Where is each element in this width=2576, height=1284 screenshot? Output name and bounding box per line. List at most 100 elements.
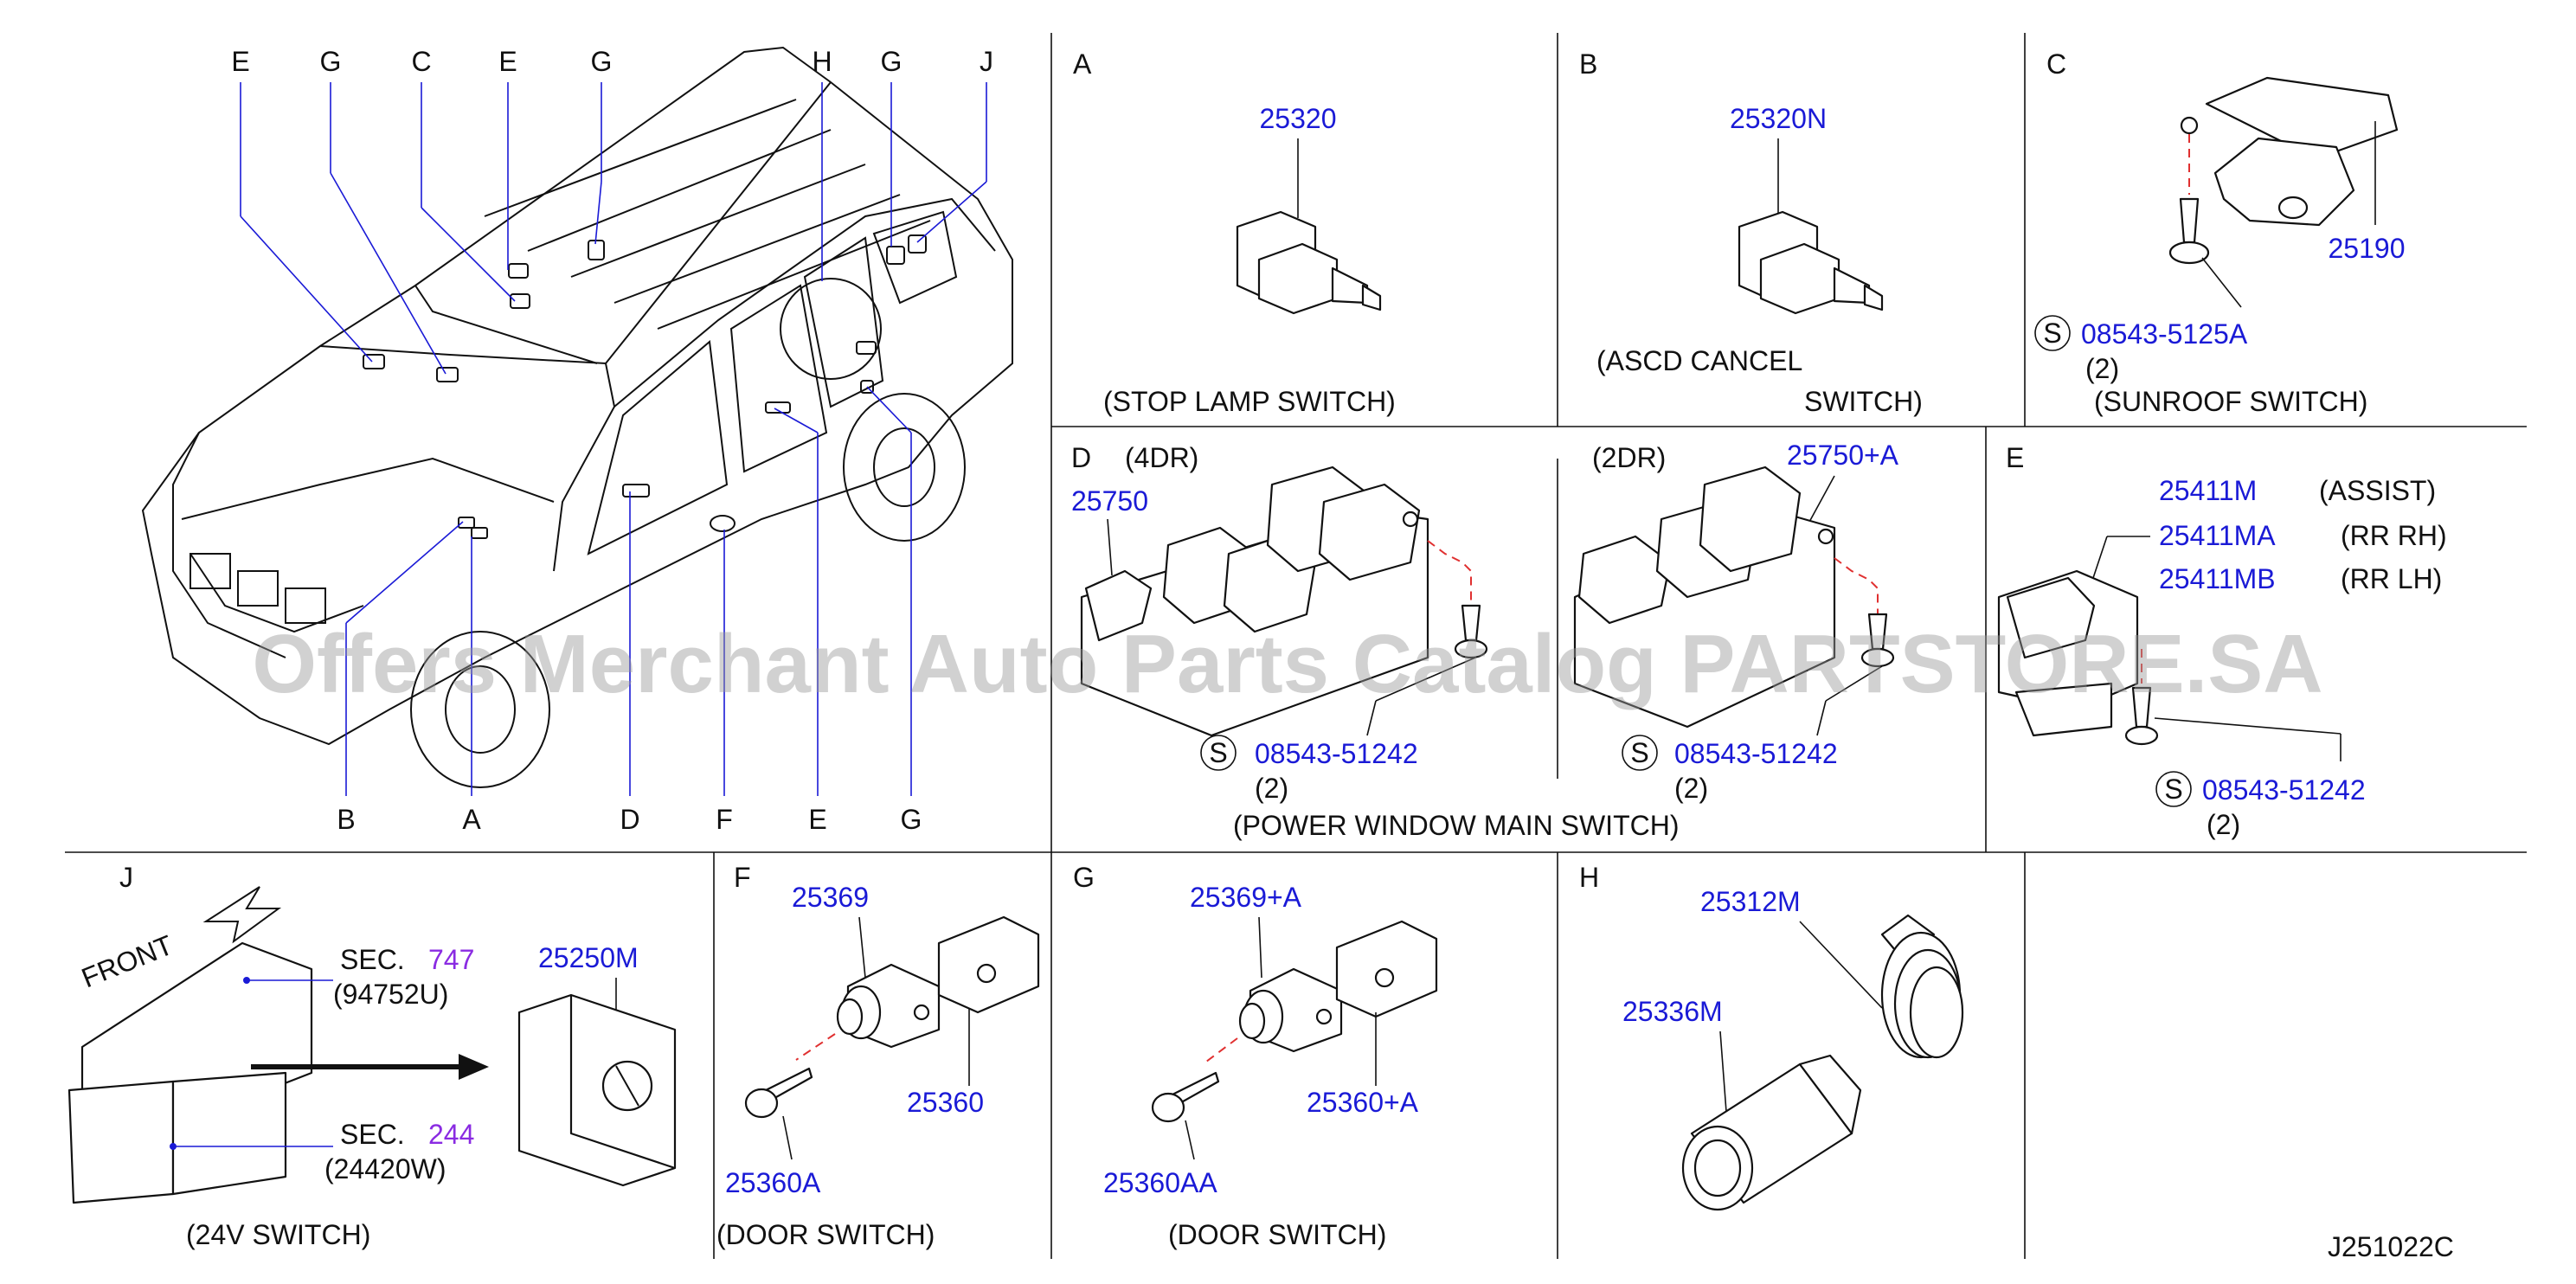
panel-f-door-switch: F 25369 25360 25360A (DOOR SWITCH)	[716, 862, 1040, 1250]
panel-e-part-2[interactable]: 25411MA	[2159, 520, 2276, 551]
panel-d-letter: D	[1071, 442, 1091, 473]
vehicle-label-bottom-2: A	[462, 804, 481, 835]
bulb-socket-b-drawing	[1681, 1054, 1862, 1211]
vehicle-label-bottom-6: G	[901, 804, 922, 835]
vehicle-label-top-3: C	[411, 46, 431, 77]
vehicle-label-bottom-3: D	[620, 804, 639, 835]
panel-h-letter: H	[1579, 862, 1599, 893]
panel-g-caption: (DOOR SWITCH)	[1168, 1219, 1386, 1250]
power-window-switch-2dr-drawing	[1573, 465, 1836, 729]
panel-j-sec-ref-2[interactable]: 244	[428, 1119, 474, 1150]
vehicle-label-top-7: G	[881, 46, 903, 77]
stop-lamp-switch-drawing	[1236, 210, 1382, 315]
panel-b-part-number[interactable]: 25320N	[1730, 103, 1827, 134]
assist-switch-drawing	[1997, 569, 2139, 737]
panel-g-part-b[interactable]: 25360+A	[1307, 1087, 1419, 1118]
panel-b-caption-1: (ASCD CANCEL	[1596, 345, 1802, 376]
panel-f-part-a[interactable]: 25369	[792, 882, 869, 913]
panel-b-caption-2: SWITCH)	[1804, 386, 1923, 417]
panel-grid	[65, 33, 2527, 1259]
panel-c-screw-symbol: S	[2043, 318, 2061, 349]
panel-c-screw-number[interactable]: 08543-5125A	[2081, 318, 2248, 350]
panel-e-desc-1: (ASSIST)	[2319, 475, 2436, 506]
panel-e-desc-2: (RR RH)	[2341, 520, 2447, 551]
vehicle-overview: E G C E G H G J B A D F E G	[141, 46, 1013, 835]
panel-e-quantity: (2)	[2207, 809, 2240, 840]
panel-c-part-number[interactable]: 25190	[2329, 233, 2406, 264]
panel-d-quantity-4dr: (2)	[1255, 773, 1288, 804]
panel-j-sec-code-2: (24420W)	[324, 1153, 446, 1184]
panel-f-part-c[interactable]: 25360A	[725, 1167, 821, 1198]
panel-g-letter: G	[1073, 862, 1095, 893]
panel-j-sec-label-2: SEC.	[340, 1119, 405, 1150]
panel-e-letter: E	[2006, 442, 2024, 473]
front-arrow-icon	[202, 886, 282, 944]
panel-d-screw-symbol-4dr: S	[1209, 737, 1227, 768]
panel-e-assist-switch: E 25411M (ASSIST) 25411MA (RR RH) 25411M…	[1997, 442, 2447, 840]
bulb-socket-a-drawing	[1880, 914, 1964, 1059]
vehicle-label-bottom-4: F	[716, 804, 733, 835]
panel-j-sec-ref-1[interactable]: 747	[428, 944, 474, 975]
panel-c-caption: (SUNROOF SWITCH)	[2094, 386, 2367, 417]
panel-f-letter: F	[734, 862, 751, 893]
diagram-code: J251022C	[2328, 1231, 2454, 1262]
panel-d-screw-number-2dr[interactable]: 08543-51242	[1674, 738, 1838, 769]
panel-h-part-b[interactable]: 25336M	[1622, 996, 1723, 1027]
panel-j-caption: (24V SWITCH)	[186, 1219, 370, 1250]
vehicle-label-bottom-1: B	[337, 804, 355, 835]
panel-c-sunroof-switch: C 25190 S 08543-5125A (2) (SUNROOF SWITC…	[2034, 48, 2406, 417]
vehicle-label-top-1: E	[231, 46, 249, 77]
sunroof-switch-drawing	[2180, 76, 2399, 227]
panel-d-power-window-main-switch: D (4DR) 25750 S 08543-51242 (2) (2DR) 25…	[1071, 440, 1899, 841]
24v-switch-bracket-drawing	[67, 941, 313, 1204]
panel-a-stop-lamp-switch: A 25320 (STOP LAMP SWITCH)	[1073, 48, 1396, 417]
vehicle-label-top-5: G	[591, 46, 613, 77]
panel-j-front-label: FRONT	[77, 929, 177, 994]
vehicle-label-top-4: E	[498, 46, 517, 77]
ascd-cancel-switch-drawing	[1738, 210, 1884, 315]
panel-d-part-2dr[interactable]: 25750+A	[1787, 440, 1899, 471]
panel-d-variant-4dr: (4DR)	[1125, 442, 1198, 473]
panel-f-part-b[interactable]: 25360	[907, 1087, 984, 1118]
panel-d-screw-symbol-2dr: S	[1630, 737, 1648, 768]
panel-j-part-number[interactable]: 25250M	[538, 942, 639, 973]
vehicle-label-top-8: J	[980, 46, 993, 77]
panel-f-caption: (DOOR SWITCH)	[716, 1219, 935, 1250]
power-window-switch-4dr-drawing	[1080, 465, 1429, 737]
panel-d-quantity-2dr: (2)	[1674, 773, 1708, 804]
panel-d-variant-2dr: (2DR)	[1592, 442, 1666, 473]
assist-screw-drawing	[2124, 686, 2159, 746]
panel-e-part-1[interactable]: 25411M	[2159, 475, 2257, 506]
panel-b-letter: B	[1579, 48, 1597, 80]
panel-d-screw-number-4dr[interactable]: 08543-51242	[1255, 738, 1418, 769]
arrow-right-icon	[459, 1054, 489, 1080]
24v-switch-drawing	[517, 993, 677, 1187]
panel-e-desc-3: (RR LH)	[2341, 563, 2442, 594]
panel-a-caption: (STOP LAMP SWITCH)	[1103, 386, 1396, 417]
vehicle-label-top-2: G	[320, 46, 342, 77]
panel-e-screw-number[interactable]: 08543-51242	[2202, 774, 2366, 806]
panel-h-part-a[interactable]: 25312M	[1700, 886, 1801, 917]
panel-j-24v-switch: J FRONT SEC. 747 (94752U) SEC. 244 (2442…	[67, 862, 677, 1250]
watermark-text: Offers Merchant Auto Parts Catalog PARTS…	[252, 618, 2322, 710]
panel-g-door-switch: G 25369+A 25360+A 25360AA (DOOR SWITCH)	[1073, 862, 1438, 1250]
door-switch-g-drawing	[1238, 920, 1438, 1053]
door-switch-f-screw-drawing	[744, 1067, 813, 1119]
panel-j-sec-label-1: SEC.	[340, 944, 405, 975]
panel-a-part-number[interactable]: 25320	[1260, 103, 1337, 134]
panel-c-quantity: (2)	[2085, 353, 2119, 384]
panel-c-letter: C	[2046, 48, 2066, 80]
panel-j-sec-code-1: (94752U)	[333, 979, 448, 1010]
panel-g-part-a[interactable]: 25369+A	[1190, 882, 1302, 913]
door-switch-f-drawing	[836, 915, 1040, 1049]
vehicle-label-top-6: H	[812, 46, 832, 77]
panel-a-letter: A	[1073, 48, 1092, 80]
panel-h-bulb-socket: H 25312M 25336M	[1579, 862, 1964, 1211]
panel-b-ascd-cancel-switch: B 25320N (ASCD CANCEL SWITCH)	[1579, 48, 1923, 417]
vehicle-label-bottom-5: E	[808, 804, 826, 835]
panel-g-part-c[interactable]: 25360AA	[1103, 1167, 1217, 1198]
sunroof-screw-drawing	[2168, 197, 2210, 265]
panel-d-part-4dr[interactable]: 25750	[1071, 485, 1148, 517]
panel-e-part-3[interactable]: 25411MB	[2159, 563, 2276, 594]
